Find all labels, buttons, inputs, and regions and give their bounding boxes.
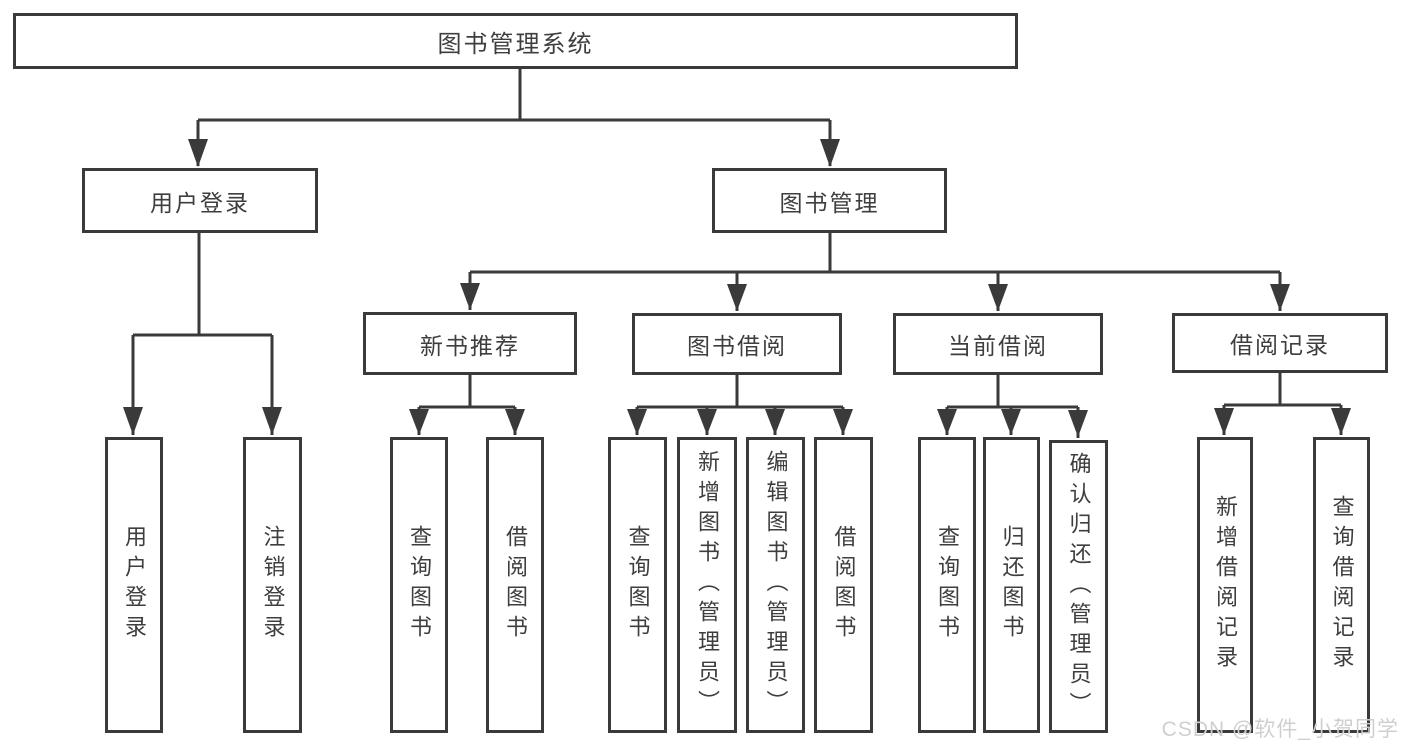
node-leaf-br-query-record-label: 查询借阅记录 <box>1329 495 1355 675</box>
node-borrow-records: 借阅记录 <box>1172 313 1388 373</box>
node-new-book-recommend-label: 新书推荐 <box>420 332 520 359</box>
node-leaf-br-add-record-label: 新增借阅记录 <box>1213 495 1238 675</box>
node-book-borrow-label: 图书借阅 <box>687 333 787 359</box>
arrowhead <box>727 284 747 311</box>
node-leaf-bb-borrow-books-label: 借阅图书 <box>831 525 857 645</box>
node-leaf-bb-add-books-label: 新增图书（管理员） <box>695 450 720 720</box>
connector-user-login-to-leaves <box>123 233 282 435</box>
node-leaf-cb-return-books: 归还图书 <box>983 437 1040 733</box>
connector-root-to-level1 <box>188 69 840 167</box>
connector-new-book-recommend-to-leaves <box>409 375 525 435</box>
arrowhead <box>1001 409 1021 435</box>
node-leaf-rec-query-books-label: 查询图书 <box>407 525 432 645</box>
arrowhead <box>1331 408 1351 435</box>
arrowhead <box>409 409 429 435</box>
arrowhead <box>1214 408 1234 435</box>
node-leaf-br-add-record: 新增借阅记录 <box>1197 437 1253 733</box>
node-book-management: 图书管理 <box>712 168 947 233</box>
node-user-login-label: 用户登录 <box>150 189 250 216</box>
arrowhead <box>505 409 525 435</box>
node-leaf-rec-borrow-books-label: 借阅图书 <box>503 525 528 645</box>
node-leaf-bb-query-books-label: 查询图书 <box>625 525 651 645</box>
connector-book-borrow-to-leaves <box>627 375 853 435</box>
connector-current-borrow-to-leaves <box>937 375 1088 438</box>
node-new-book-recommend: 新书推荐 <box>363 312 577 375</box>
node-leaf-user-login: 用户登录 <box>105 437 163 733</box>
node-current-borrow-label: 当前借阅 <box>948 333 1048 359</box>
node-leaf-logout-login-label: 注销登录 <box>260 525 286 645</box>
node-root: 图书管理系统 <box>13 13 1018 69</box>
arrowhead <box>1270 284 1290 311</box>
arrowhead <box>937 409 957 435</box>
node-leaf-cb-query-books: 查询图书 <box>918 437 976 733</box>
node-leaf-cb-confirm-return: 确认归还（管理员） <box>1049 440 1108 733</box>
arrowhead <box>627 409 647 435</box>
arrowhead <box>262 407 282 435</box>
node-leaf-cb-query-books-label: 查询图书 <box>935 525 960 645</box>
arrowhead <box>697 409 717 435</box>
node-leaf-br-query-record: 查询借阅记录 <box>1313 437 1370 733</box>
node-leaf-rec-query-books: 查询图书 <box>390 437 448 733</box>
node-borrow-records-label: 借阅记录 <box>1230 332 1330 358</box>
node-leaf-rec-borrow-books: 借阅图书 <box>486 437 544 733</box>
node-book-borrow: 图书借阅 <box>632 313 842 375</box>
node-current-borrow: 当前借阅 <box>893 313 1103 375</box>
arrowhead <box>988 284 1008 311</box>
node-leaf-cb-return-books-label: 归还图书 <box>999 525 1025 645</box>
arrowhead <box>460 283 480 310</box>
arrowhead <box>833 409 853 435</box>
watermark-text: CSDN @软件_小贺同学 <box>1161 718 1399 741</box>
node-leaf-bb-borrow-books: 借阅图书 <box>814 437 873 733</box>
arrowhead <box>765 409 785 435</box>
node-leaf-bb-add-books: 新增图书（管理员） <box>677 437 737 733</box>
node-user-login: 用户登录 <box>82 168 318 233</box>
node-leaf-user-login-label: 用户登录 <box>122 525 147 645</box>
arrowhead <box>1068 410 1088 437</box>
connector-borrow-records-to-leaves <box>1214 373 1351 435</box>
node-root-label: 图书管理系统 <box>437 30 594 58</box>
node-book-management-label: 图书管理 <box>779 189 880 216</box>
node-leaf-bb-query-books: 查询图书 <box>608 437 667 733</box>
node-leaf-logout-login: 注销登录 <box>243 437 302 733</box>
node-leaf-bb-edit-books-label: 编辑图书（管理员） <box>763 450 789 720</box>
arrowhead <box>188 139 208 167</box>
connector-book-management-to-level2 <box>460 233 1290 311</box>
node-leaf-cb-confirm-return-label: 确认归还（管理员） <box>1066 451 1092 722</box>
arrowhead <box>123 407 143 435</box>
arrowhead <box>820 139 840 167</box>
node-leaf-bb-edit-books: 编辑图书（管理员） <box>746 437 805 733</box>
